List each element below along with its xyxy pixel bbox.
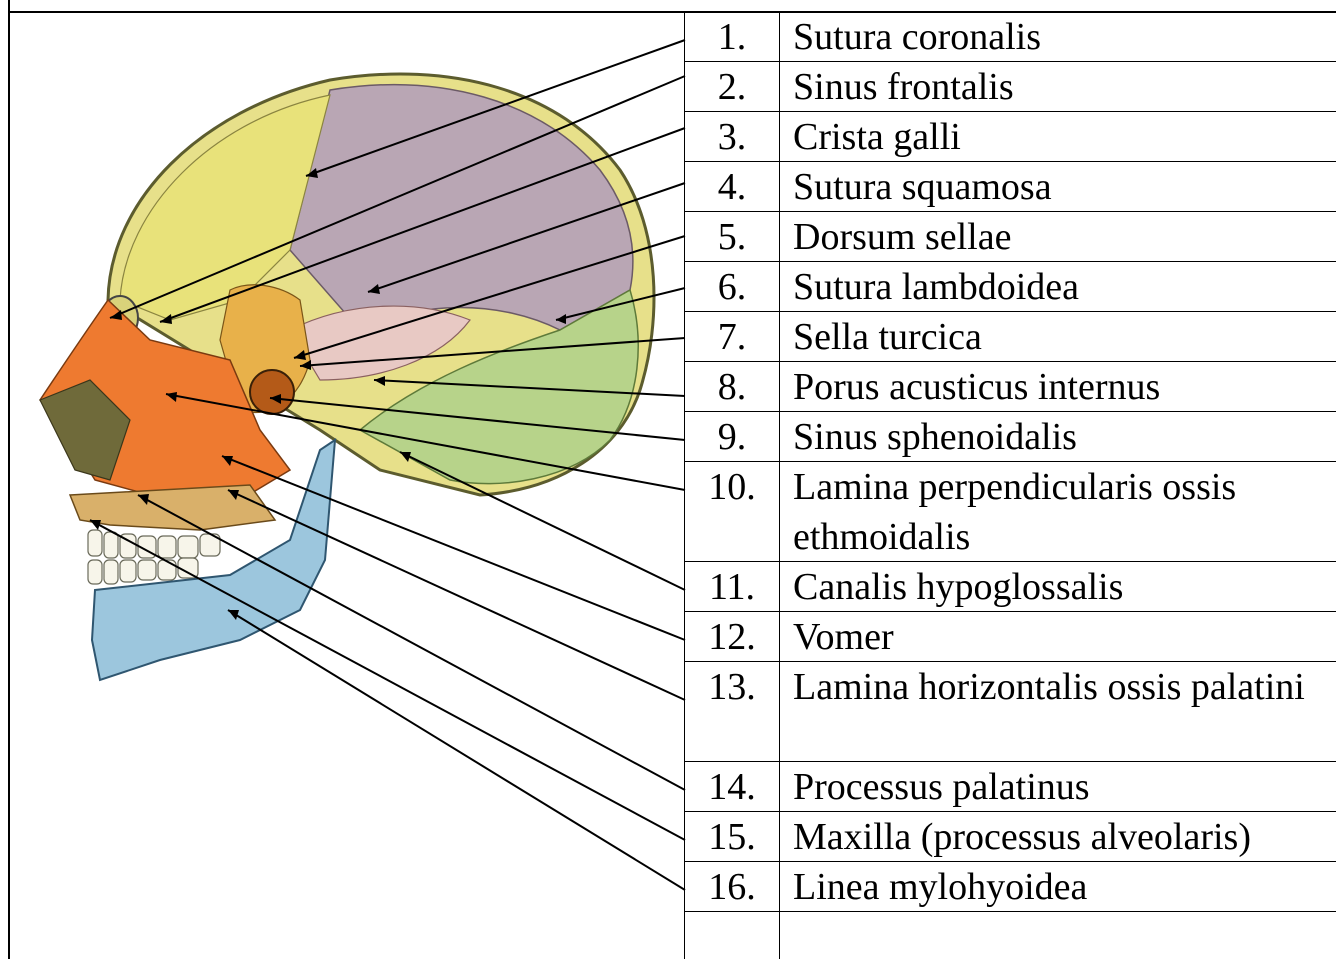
- legend-number: 2.: [684, 62, 780, 112]
- teeth: [88, 530, 220, 584]
- legend-number: 4.: [684, 162, 780, 212]
- legend-number: 13.: [684, 662, 780, 712]
- legend-label: Crista galli: [793, 112, 1333, 162]
- legend-label: Lamina perpendicularis ossis ethmoidalis: [793, 462, 1333, 562]
- legend-number: 12.: [684, 612, 780, 662]
- legend-label: Vomer: [793, 612, 1333, 662]
- legend-row: 14. Processus palatinus: [684, 762, 1336, 812]
- legend-label: Dorsum sellae: [793, 212, 1333, 262]
- legend-number: 1.: [684, 12, 780, 62]
- legend-number: 14.: [684, 762, 780, 812]
- legend-label: Lamina horizontalis ossis palatini: [793, 662, 1333, 712]
- legend-table: 1. Sutura coronalis 2. Sinus frontalis 3…: [684, 12, 1336, 959]
- legend-label: Processus palatinus: [793, 762, 1333, 812]
- legend-row: 6. Sutura lambdoidea: [684, 262, 1336, 312]
- legend-label: Sutura squamosa: [793, 162, 1333, 212]
- leader-line-16: [228, 610, 685, 890]
- legend-row: 2. Sinus frontalis: [684, 62, 1336, 112]
- legend-number: 16.: [684, 862, 780, 912]
- legend-number: 9.: [684, 412, 780, 462]
- legend-row: 10. Lamina perpendicularis ossis ethmoid…: [684, 462, 1336, 562]
- legend-row: 15. Maxilla (processus alveolaris): [684, 812, 1336, 862]
- legend-row: 5. Dorsum sellae: [684, 212, 1336, 262]
- legend-label: Maxilla (processus alveolaris): [793, 812, 1333, 862]
- legend-number: 3.: [684, 112, 780, 162]
- skull-illustration: [40, 74, 654, 680]
- legend-label: Sinus sphenoidalis: [793, 412, 1333, 462]
- legend-row: 16. Linea mylohyoidea: [684, 862, 1336, 912]
- legend-row: 13. Lamina horizontalis ossis palatini: [684, 662, 1336, 762]
- legend-label: Sinus frontalis: [793, 62, 1333, 112]
- maxilla-region: [70, 485, 275, 530]
- legend-number: 10.: [684, 462, 780, 512]
- legend-label: Porus acusticus internus: [793, 362, 1333, 412]
- legend-row: 1. Sutura coronalis: [684, 12, 1336, 62]
- legend-label: Sutura coronalis: [793, 12, 1333, 62]
- legend-row: 4. Sutura squamosa: [684, 162, 1336, 212]
- legend-label: Linea mylohyoidea: [793, 862, 1333, 912]
- legend-number: 6.: [684, 262, 780, 312]
- legend-row: 7. Sella turcica: [684, 312, 1336, 362]
- leader-line-15: [90, 520, 685, 840]
- parietal-region: [290, 85, 633, 330]
- legend-row: 3. Crista galli: [684, 112, 1336, 162]
- legend-number: 5.: [684, 212, 780, 262]
- legend-label: Sutura lambdoidea: [793, 262, 1333, 312]
- sphenoidal-sinus: [250, 370, 294, 414]
- legend-row: 9. Sinus sphenoidalis: [684, 412, 1336, 462]
- legend-label: Sella turcica: [793, 312, 1333, 362]
- legend-number: 7.: [684, 312, 780, 362]
- legend-row: 11. Canalis hypoglossalis: [684, 562, 1336, 612]
- legend-row-empty: [684, 912, 1336, 959]
- legend-label: Canalis hypoglossalis: [793, 562, 1333, 612]
- legend-number: 15.: [684, 812, 780, 862]
- legend-number: 11.: [684, 562, 780, 612]
- legend-row: 8. Porus acusticus internus: [684, 362, 1336, 412]
- legend-number: 8.: [684, 362, 780, 412]
- legend-row: 12. Vomer: [684, 612, 1336, 662]
